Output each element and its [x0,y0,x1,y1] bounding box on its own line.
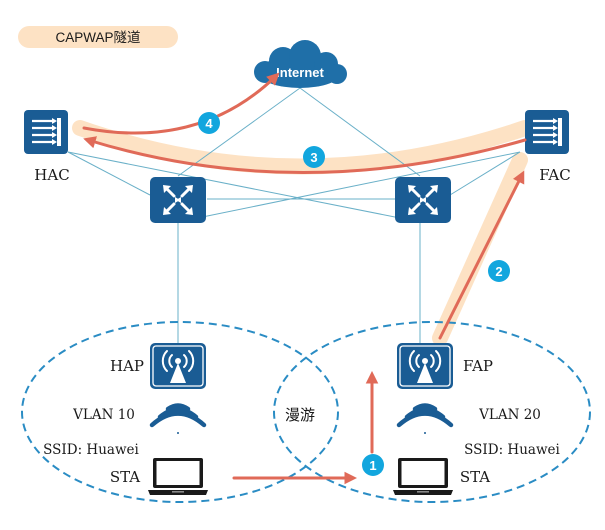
capwap-tunnels [72,120,533,346]
link-switch-left-internet [177,87,301,177]
wifi-icon [152,406,204,435]
step3-arrow [83,136,527,174]
foreign-vlan-label: VLAN 20 [478,407,541,423]
link-fac-switch-right [449,151,521,196]
step-badge-2: 2 [488,260,510,282]
tunnel-hac-fac [72,120,533,175]
access-controller-icon [523,108,571,156]
switch-icon [393,175,453,225]
home-vlan-label: VLAN 10 [72,407,135,423]
step-number: 1 [369,458,376,473]
switch-icon [148,175,208,225]
fac-device: FAC [523,108,571,184]
link-switch-left-fac [177,151,521,223]
fap-device: FAP [396,342,493,390]
internet-cloud: Internet [254,40,347,88]
laptop-icon [393,458,453,495]
hac-device: HAC [22,108,70,184]
legend: CAPWAP隧道 [18,26,178,48]
access-point-icon [396,342,454,390]
step-badge-1: 1 [362,454,384,476]
laptop-icon [148,458,208,495]
fac-label: FAC [539,166,570,184]
step-number: 2 [495,264,502,279]
access-controller-icon [22,108,70,156]
access-point-icon [149,342,207,390]
foreign-ssid-label: SSID: Huawei [464,442,560,458]
link-hac-switch-left [67,151,151,196]
step4-arrow [82,72,280,135]
foreign-area: VLAN 20 SSID: Huawei STA [393,406,560,495]
foreign-sta-label: STA [460,468,490,486]
step2-arrow [438,170,525,340]
link-switch-right-internet [299,87,421,177]
wifi-icon [399,406,451,435]
legend-swatch [18,26,178,48]
home-sta-label: STA [110,468,140,486]
foreign-coverage-ellipse [273,321,591,503]
home-coverage-ellipse [21,321,339,503]
step-number: 3 [310,150,317,165]
step-badge-4: 4 [198,112,220,134]
coverage-areas [21,321,591,503]
fap-label: FAP [463,357,493,375]
home-area: VLAN 10 SSID: Huawei STA [43,406,208,495]
step-badge-3: 3 [303,146,325,168]
step-badges: 1 2 3 4 [198,112,510,476]
hap-device: HAP [110,342,207,390]
legend-label: CAPWAP隧道 [55,30,140,45]
internet-label: Internet [276,65,324,80]
link-switch-right-hac [67,151,421,223]
flow-arrows [82,72,527,485]
roaming-label: 漫游 [285,407,315,424]
hap-label: HAP [110,357,144,375]
network-links [67,87,521,345]
step-number: 4 [205,116,213,131]
home-ssid-label: SSID: Huawei [43,442,139,458]
hac-label: HAC [34,166,69,184]
